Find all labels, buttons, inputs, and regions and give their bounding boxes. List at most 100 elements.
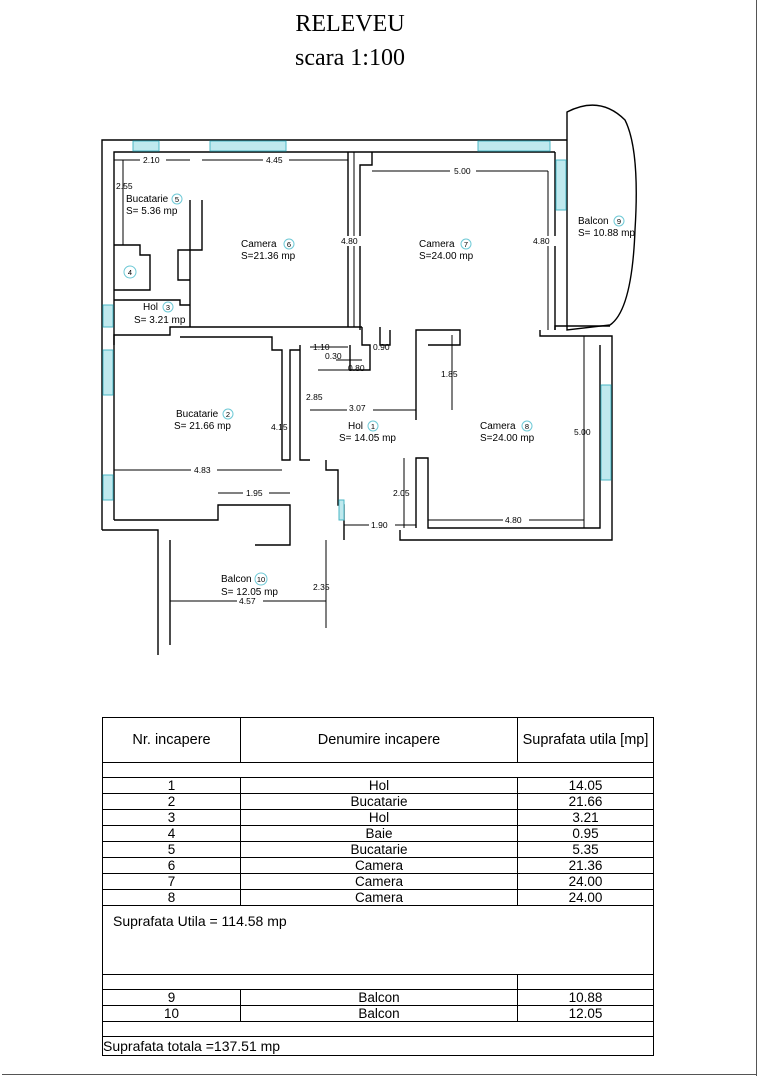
spacer-row [102,1021,654,1037]
room-number-badge: 7 [464,240,468,249]
cell-area: 21.66 [517,793,654,810]
room-number-badge: 2 [226,410,230,419]
room-number-badge: 3 [166,303,170,312]
dim-label: 2.55 [116,181,133,191]
room-area: S=21.36 mp [241,251,296,262]
table-header-row: Nr. incapere Denumire incapere Suprafata… [102,717,654,763]
cell-area: 5.35 [517,841,654,858]
header-area: Suprafata utila [mp] [517,717,654,763]
scale-label: scara 1:100 [295,45,405,71]
room-name: Camera [480,421,516,432]
dim-label: 0.30 [325,351,342,361]
room-area: S= 3.21 mp [134,315,186,326]
room-number-badge: 9 [617,217,621,226]
cell-area: 24.00 [517,889,654,906]
subtotal-useful-area: Suprafata Utila = 114.58 mp [102,905,654,975]
dim-label: 1.95 [246,488,263,498]
room-name: Camera [419,239,455,250]
cell-nr: 7 [102,873,241,890]
cell-name: Hol [240,777,518,794]
room-area: S= 12.05 mp [221,587,278,598]
cell-nr: 2 [102,793,241,810]
total-area: Suprafata totala =137.51 mp [102,1036,654,1056]
cell-name: Camera [240,889,518,906]
walls [101,104,637,655]
cell-nr: 9 [102,989,241,1006]
room-number-badge: 6 [287,240,291,249]
room-name: Hol [143,302,158,313]
cell-area: 24.00 [517,873,654,890]
dim-label: 4.45 [266,155,283,165]
dim-label: 2.85 [306,392,323,402]
dim-label: 4.80 [533,236,550,246]
room-area: S=24.00 mp [419,251,474,262]
cell-area: 10.88 [517,989,654,1006]
cell-nr: 10 [102,1005,241,1022]
cell-name: Balcon [240,989,518,1006]
cell-nr: 6 [102,857,241,874]
dim-label: 4.15 [271,422,288,432]
page-border-bottom [2,1074,757,1075]
dim-label: 5.00 [574,427,591,437]
cell-area: 3.21 [517,809,654,826]
room-number-badge: 5 [175,195,179,204]
dim-label: 4.57 [239,596,256,606]
dim-label: 2.05 [393,488,410,498]
cell-nr: 4 [102,825,241,842]
dimension-lines [114,152,585,628]
cell-area: 14.05 [517,777,654,794]
header-name: Denumire incapere [240,717,518,763]
dim-label: 4.80 [341,236,358,246]
room-number-badge: 4 [128,268,132,277]
dim-label: 0.80 [348,363,365,373]
room-labels: Bucatarie 5 S= 5.36 mp Camera 6 S=21.36 … [123,193,635,598]
cell-name: Balcon [240,1005,518,1022]
room-name: Balcon [221,574,252,585]
room-area: S= 21.66 mp [174,421,231,432]
cell-area: 21.36 [517,857,654,874]
room-area: S= 14.05 mp [339,433,396,444]
room-name: Bucatarie [126,194,169,205]
page-border-right [756,0,757,1076]
room-number-badge: 8 [525,422,529,431]
dim-label: 5.00 [454,166,471,176]
room-name: Bucatarie [176,409,219,420]
spacer-row [102,974,518,990]
header-nr: Nr. incapere [102,717,241,763]
room-area: S= 10.88 mp [578,228,635,239]
room-name: Camera [241,239,277,250]
dim-label: 4.83 [194,465,211,475]
room-name: Hol [348,421,363,432]
cell-area: 12.05 [517,1005,654,1022]
dimension-labels: 2.10 4.45 5.00 2.55 4.80 4.80 1.10 0.90 … [116,155,591,606]
cell-name: Baie [240,825,518,842]
dim-label: 1.90 [371,520,388,530]
dim-label: 2.10 [143,155,160,165]
floor-plan: 2.10 4.45 5.00 2.55 4.80 4.80 1.10 0.90 … [101,104,637,655]
room-name: Balcon [578,216,609,227]
spacer-row [102,762,654,778]
room-area: S= 5.36 mp [126,206,178,217]
dim-label: 2.35 [313,582,330,592]
cell-name: Bucatarie [240,793,518,810]
room-area: S=24.00 mp [480,433,535,444]
dim-label: 3.07 [349,403,366,413]
cell-name: Hol [240,809,518,826]
area-summary-table: Nr. incapere Denumire incapere Suprafata… [102,717,654,1056]
cell-name: Camera [240,857,518,874]
spacer-cell [517,974,654,990]
dim-label: 1.10 [313,342,330,352]
dim-label: 0.90 [373,342,390,352]
dim-label: 4.80 [505,515,522,525]
windows [102,140,612,521]
cell-nr: 1 [102,777,241,794]
